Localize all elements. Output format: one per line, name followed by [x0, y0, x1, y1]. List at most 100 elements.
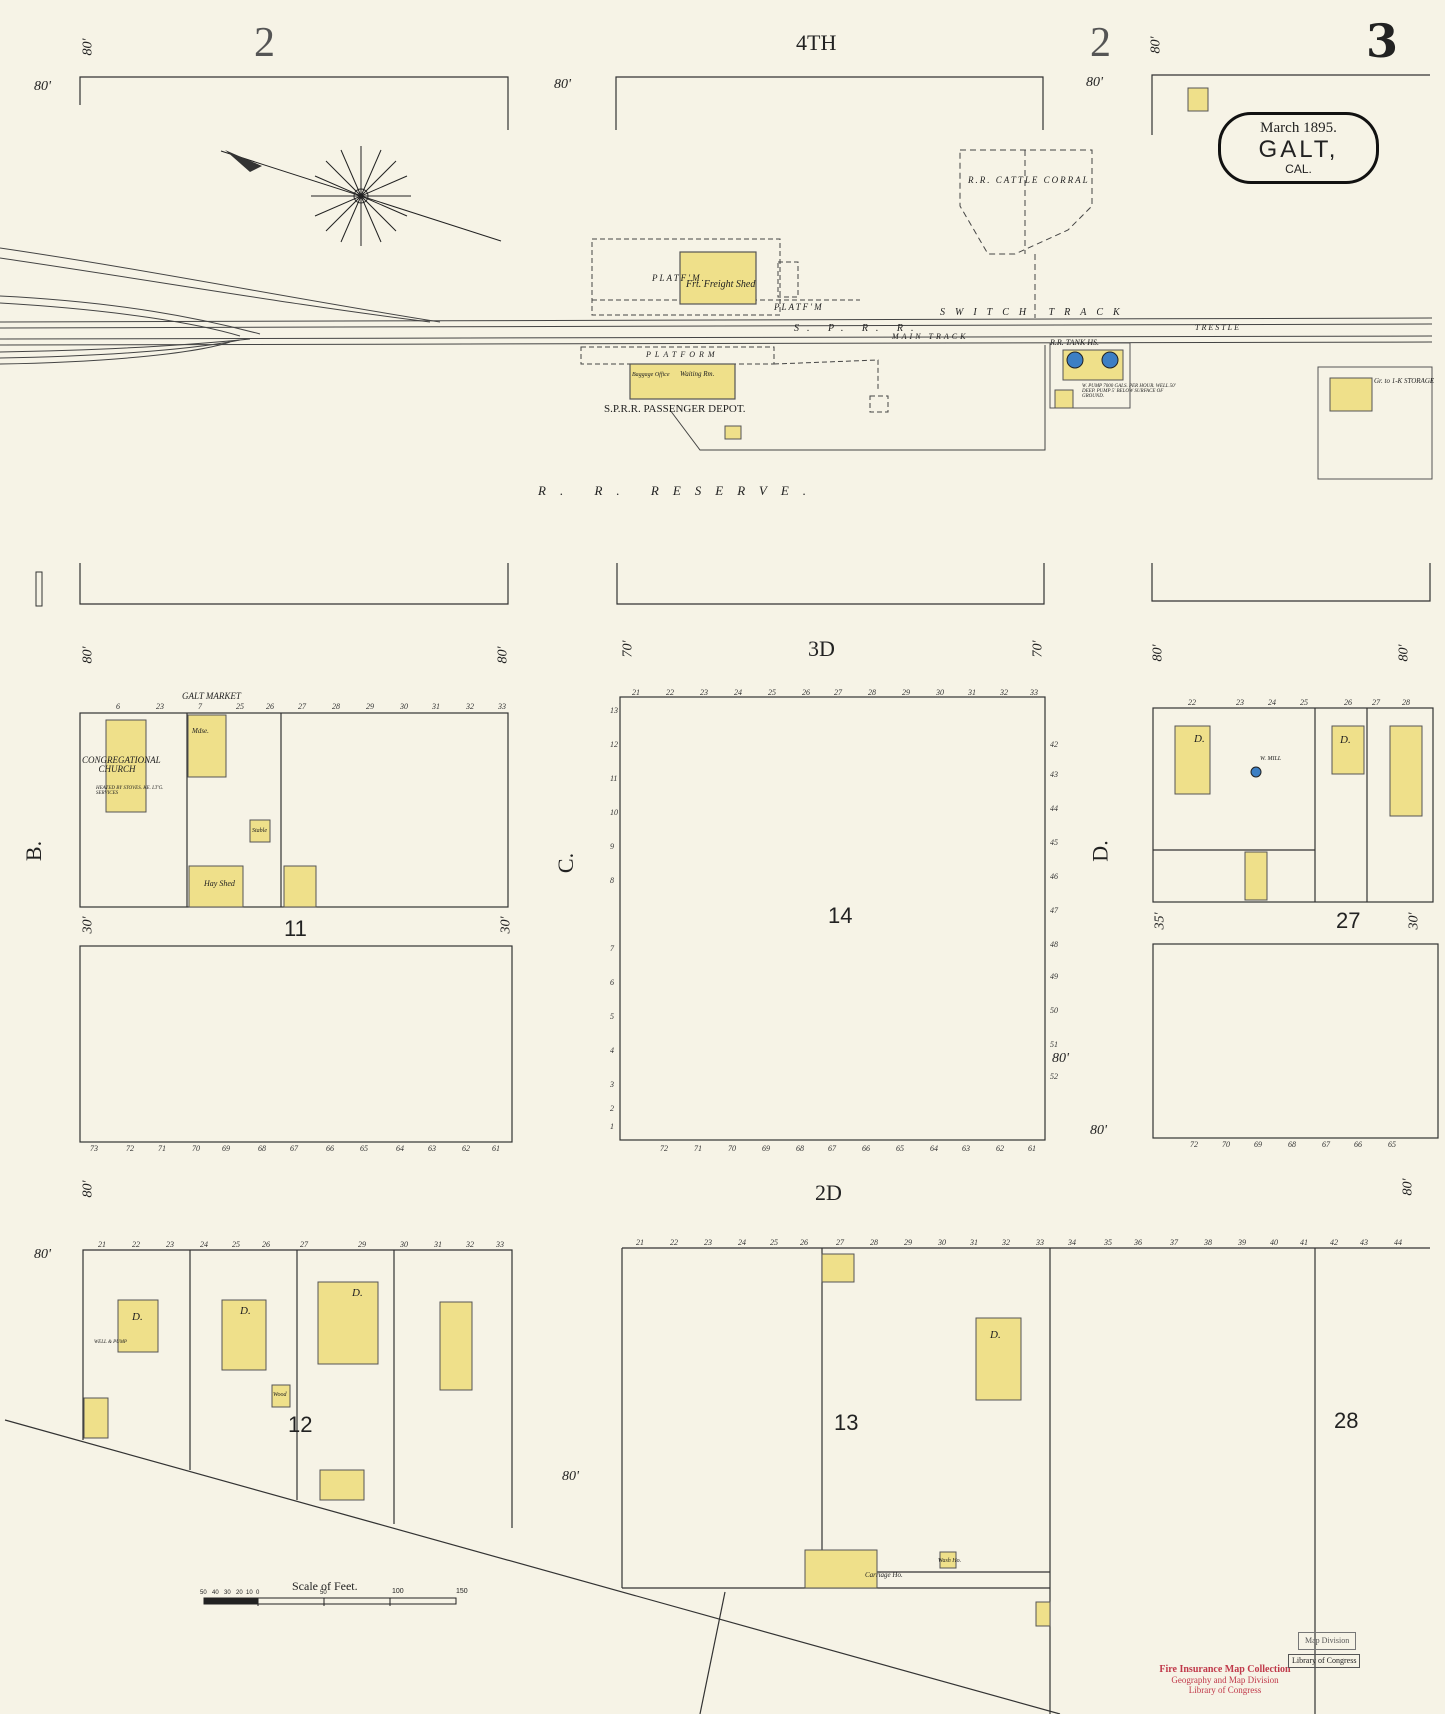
lot-number: 31	[432, 702, 440, 711]
lot-number: 70	[728, 1144, 736, 1153]
lot-number: 30	[936, 688, 944, 697]
block27-dwelling-3	[1389, 725, 1423, 817]
edge-marker	[35, 571, 43, 607]
lot-number: 33	[1030, 688, 1038, 697]
lot-number: 30	[938, 1238, 946, 1247]
lot-number: 24	[734, 688, 742, 697]
block-number: 27	[1336, 908, 1361, 933]
lot-number: 28	[870, 1238, 878, 1247]
lot-number: 28	[868, 688, 876, 697]
width-label: 80'	[1150, 644, 1166, 662]
lot-number: 68	[1288, 1140, 1296, 1149]
tank-house-lot	[1049, 342, 1131, 409]
lot-number: 27	[300, 1240, 308, 1249]
block-number: 11	[284, 916, 307, 941]
lot-number: 70	[192, 1144, 200, 1153]
lot-number: 25	[1300, 698, 1308, 707]
lot-number: 27	[834, 688, 842, 697]
lot-number: 72	[660, 1144, 668, 1153]
width-label: 80'	[1396, 644, 1412, 662]
wind-mill-label: W. MILL	[1260, 756, 1282, 762]
windmill-icon	[1250, 766, 1262, 778]
lot-number: 66	[1354, 1140, 1362, 1149]
width-label: 80'	[1400, 1178, 1416, 1196]
lot-number: 65	[360, 1144, 368, 1153]
lot-number: 62	[996, 1144, 1004, 1153]
stamp-box: Library of Congress	[1288, 1654, 1361, 1668]
block12-stable	[319, 1469, 365, 1501]
width-label: 80'	[1086, 75, 1103, 90]
title-cartouche: March 1895. GALT, CAL.	[1218, 112, 1379, 184]
lot-number: 7	[198, 702, 202, 711]
lot-number: 68	[796, 1144, 804, 1153]
width-label: 30'	[1406, 912, 1422, 930]
width-label: 80'	[80, 38, 96, 56]
cattle-corral-label: R.R. CATTLE CORRAL	[968, 175, 1090, 185]
lot-number: 26	[262, 1240, 270, 1249]
lot-number: 62	[462, 1144, 470, 1153]
lot-number: 22	[132, 1240, 140, 1249]
street-b: B.	[21, 840, 47, 862]
block13-stable	[1035, 1601, 1051, 1627]
scale-tick: 150	[456, 1588, 468, 1595]
lot-number: 28	[1402, 698, 1410, 707]
lot-number: 26	[802, 688, 810, 697]
block12-dwelling-1	[117, 1299, 159, 1353]
width-label: 80'	[562, 1469, 579, 1484]
lot-number: 1	[610, 1122, 614, 1131]
lot-number: 27	[836, 1238, 844, 1247]
lot-number: 23	[704, 1238, 712, 1247]
dwelling-label: D.	[1194, 733, 1205, 745]
width-label: 80'	[34, 79, 51, 94]
lot-number: 25	[770, 1238, 778, 1247]
scale-tick: 50	[200, 1590, 207, 1596]
width-label: 80'	[80, 1180, 96, 1198]
width-label: 80'	[1052, 1051, 1069, 1066]
trestle-label: TRESTLE	[1195, 323, 1242, 332]
width-label: 70'	[1030, 640, 1046, 658]
block-number: 28	[1334, 1408, 1359, 1433]
lot-number: 63	[962, 1144, 970, 1153]
scale-tick: 30	[224, 1590, 231, 1596]
lot-number: 3	[610, 1080, 614, 1089]
lot-number: 22	[1188, 698, 1196, 707]
lot-number: 6	[610, 978, 614, 987]
block13-dwelling	[975, 1317, 1022, 1401]
lot-number: 13	[610, 706, 618, 715]
block27-store	[1244, 851, 1268, 901]
width-label: 30'	[498, 916, 514, 934]
tank-house-label: R.R. TANK HS.	[1050, 338, 1099, 347]
lot-number: 69	[762, 1144, 770, 1153]
street-2nd: 2D	[815, 1180, 842, 1205]
lot-number: 9	[610, 842, 614, 851]
lot-number: 67	[828, 1144, 836, 1153]
lot-number: 66	[326, 1144, 334, 1153]
freight-shed-label: Frt. Freight Shed	[686, 279, 756, 290]
galt-market-label: GALT MARKET	[182, 691, 241, 701]
lot-number: 47	[1050, 906, 1058, 915]
lot-number: 66	[862, 1144, 870, 1153]
lot-number: 65	[896, 1144, 904, 1153]
switch-track-label: SWITCH TRACK	[940, 307, 1130, 318]
lot-number: 39	[1238, 1238, 1246, 1247]
lot-number: 73	[90, 1144, 98, 1153]
dwelling-label: D.	[132, 1311, 143, 1323]
depot-fence	[669, 345, 1046, 451]
cattle-corral	[959, 149, 1093, 318]
scale-title: Scale of Feet.	[292, 1579, 358, 1593]
block-14-outline	[619, 696, 1046, 1141]
scale-tick: 50	[320, 1590, 327, 1596]
lot-number: 43	[1360, 1238, 1368, 1247]
width-label: 30'	[80, 916, 96, 934]
lot-number: 50	[1050, 1006, 1058, 1015]
sheet-number: 3	[1366, 14, 1399, 68]
block27-dwelling-2	[1331, 725, 1365, 775]
lot-number: 27	[1372, 698, 1380, 707]
lot-number: 42	[1050, 740, 1058, 749]
street-3rd: 3D	[808, 636, 835, 661]
lot-number: 21	[636, 1238, 644, 1247]
water-tank-icon-2	[1101, 351, 1119, 369]
lot-number: 29	[366, 702, 374, 711]
lot-number: 32	[1000, 688, 1008, 697]
